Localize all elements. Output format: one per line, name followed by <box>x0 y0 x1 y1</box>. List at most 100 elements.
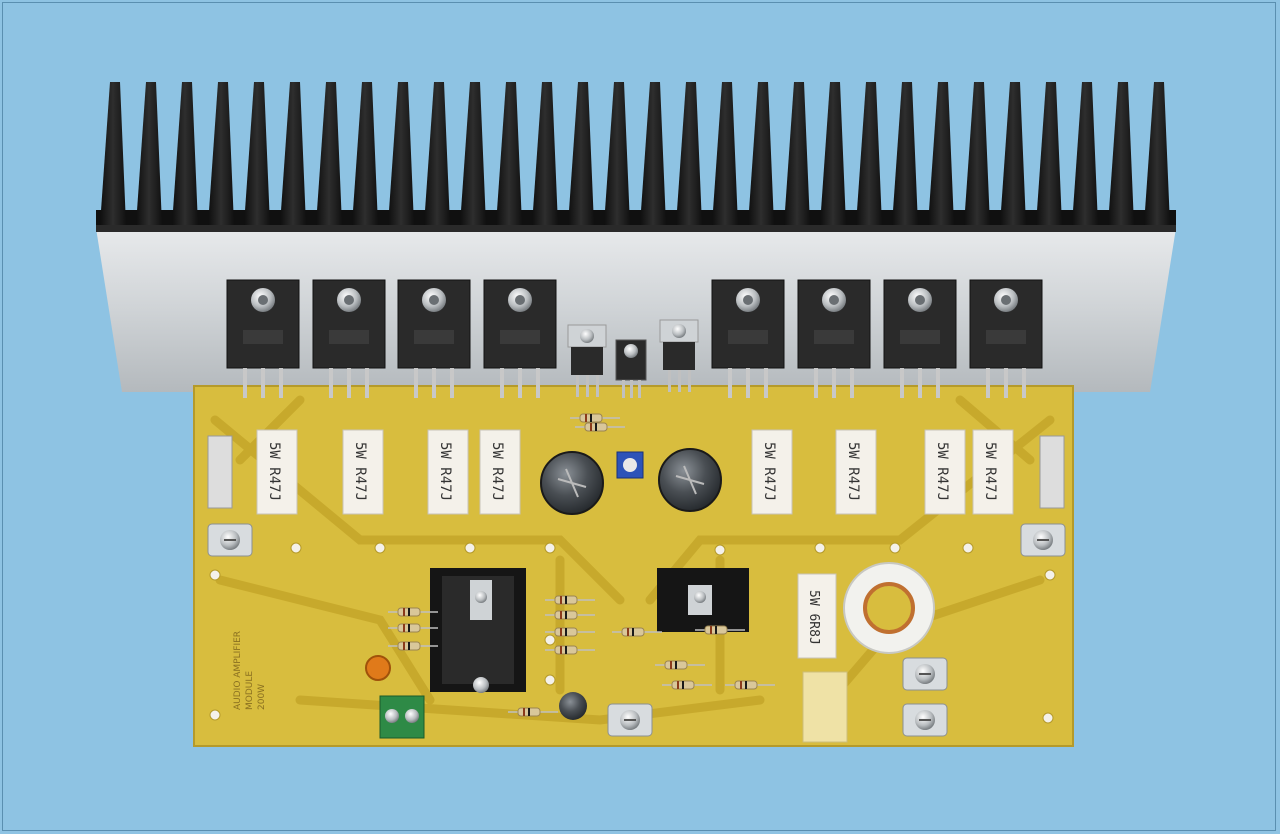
power-resistor: 5W R47J <box>256 429 298 515</box>
power-resistor: 5W R47J <box>835 429 877 515</box>
heatsink-fin <box>820 82 846 225</box>
heatsink-fin <box>316 82 342 225</box>
mounting-hole <box>544 674 556 686</box>
resistor-marking: 5W R47J <box>845 442 861 501</box>
mounting-hole <box>1044 569 1056 581</box>
screw-terminal <box>1020 523 1066 557</box>
heatsink-fin <box>208 82 234 225</box>
heatsink-fin <box>1036 82 1062 225</box>
heatsink-fin <box>748 82 774 225</box>
resistor-marking: 5W R47J <box>437 442 453 501</box>
heatsink-fin <box>928 82 954 225</box>
pcb-silkscreen-text: AUDIO AMPLIFIER MODULE 200W <box>233 628 267 710</box>
heatsink-fin <box>604 82 630 225</box>
power-resistor: 5W R47J <box>479 429 521 515</box>
heatsink-fin <box>244 82 270 225</box>
heatsink-fin <box>784 82 810 225</box>
signal-resistor <box>545 595 595 605</box>
heatsink-fin <box>676 82 702 225</box>
heatsink-fin <box>532 82 558 225</box>
heatsink-fin <box>712 82 738 225</box>
mounting-hole <box>374 542 386 554</box>
heatsink-fin <box>460 82 486 225</box>
signal-resistor <box>662 680 712 690</box>
power-transistor <box>883 279 957 398</box>
heatsink-fin <box>388 82 414 225</box>
heatsink-fin <box>1072 82 1098 225</box>
screw-terminal <box>902 657 948 691</box>
resistor-marking: 5W R47J <box>489 442 505 501</box>
signal-resistor <box>545 645 595 655</box>
resistor-marking: 5W R47J <box>761 442 777 501</box>
emitter-resistors: 5W R47J 5W R47J 5W R47J 5W R47J 5W R47J 5W R4… <box>256 429 1014 515</box>
signal-resistor <box>388 641 438 651</box>
signal-resistor <box>388 623 438 633</box>
heatsink-fin <box>892 82 918 225</box>
power-transistor <box>312 279 386 398</box>
input-connector <box>379 695 425 739</box>
power-resistor: 5W R47J <box>342 429 384 515</box>
driver-heatsink-left <box>430 568 526 693</box>
output-inductor <box>843 562 935 654</box>
power-resistor: 5W R47J <box>972 429 1014 515</box>
fuse-holders <box>207 435 1065 509</box>
driver-transistor <box>567 324 607 397</box>
heatsink-fin <box>280 82 306 225</box>
signal-resistor <box>545 627 595 637</box>
resistor-marking: 5W R47J <box>266 442 282 501</box>
trimmer-potentiometer <box>616 451 644 479</box>
power-resistor: 5W R47J <box>427 429 469 515</box>
power-transistor <box>226 279 300 398</box>
mounting-hole <box>290 542 302 554</box>
resistor-6r8: 5W 6R8J <box>797 573 837 659</box>
power-transistor <box>797 279 871 398</box>
pcb-mounting-holes <box>209 542 1056 724</box>
driver-transistor <box>615 339 647 398</box>
svg-text:5W 6R8J: 5W 6R8J <box>806 590 821 645</box>
signal-resistor <box>388 607 438 617</box>
power-transistors <box>226 279 1043 398</box>
heatsink-fin <box>856 82 882 225</box>
power-transistor <box>397 279 471 398</box>
driver-transistor <box>659 319 699 392</box>
power-transistor <box>483 279 557 398</box>
heatsink-fin <box>424 82 450 225</box>
driver-transistors <box>567 319 699 398</box>
mounting-hole <box>209 569 221 581</box>
mounting-hole <box>209 709 221 721</box>
mounting-hole <box>962 542 974 554</box>
mounting-hole <box>714 544 726 556</box>
screw-terminal <box>207 523 253 557</box>
resistor-marking: 5W R47J <box>934 442 950 501</box>
mounting-hole <box>464 542 476 554</box>
small-capacitor <box>365 655 391 681</box>
heatsink-fin <box>172 82 198 225</box>
heatsink-fin <box>568 82 594 225</box>
heatsink-fin <box>1144 82 1170 225</box>
screw-terminal <box>607 703 653 737</box>
mounting-hole <box>544 634 556 646</box>
electrolytic-capacitors <box>365 448 722 720</box>
power-resistor: 5W R47J <box>924 429 966 515</box>
signal-resistor <box>612 627 662 637</box>
resistor-marking: 5W R47J <box>982 442 998 501</box>
heatsink-fin <box>640 82 666 225</box>
screw-terminals <box>207 523 1066 737</box>
heatsink-fin <box>496 82 522 225</box>
power-resistor: 5W R47J <box>751 429 793 515</box>
power-transistor <box>711 279 785 398</box>
power-transistor <box>969 279 1043 398</box>
mounting-hole <box>1042 712 1054 724</box>
heatsink-fin <box>100 82 126 225</box>
heatsink-fin <box>136 82 162 225</box>
heatsink-fins <box>100 82 1170 225</box>
electrolytic-capacitor <box>540 451 604 515</box>
film-capacitor <box>802 671 848 743</box>
screw-terminal <box>902 703 948 737</box>
mounting-hole <box>889 542 901 554</box>
heatsink-fin <box>964 82 990 225</box>
signal-resistors <box>388 413 775 717</box>
signal-resistor <box>575 422 625 432</box>
electrolytic-capacitor <box>658 448 722 512</box>
